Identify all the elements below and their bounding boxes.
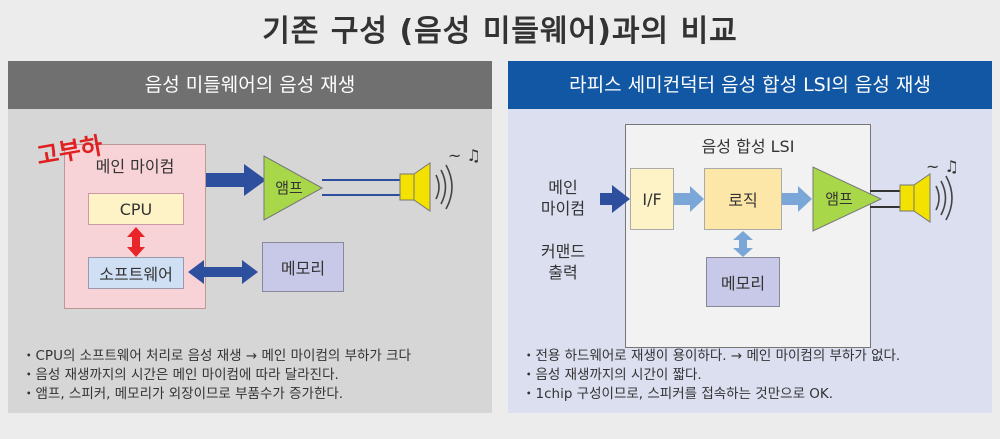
- speaker-icon: [899, 184, 915, 212]
- interface-box: I/F: [630, 168, 674, 230]
- mcu-to-amp-arrow: [206, 164, 266, 196]
- note-line: ・음성 재생까지의 시간이 짧다.: [522, 367, 702, 383]
- sound-wave-icon: [435, 164, 453, 210]
- sound-wave-icon: [935, 175, 953, 221]
- main-mcu-label: 메인 마이컴: [528, 177, 598, 219]
- cpu-box: CPU: [88, 193, 184, 225]
- memory-box: 메모리: [262, 242, 344, 292]
- middleware-diagram-graphics: ~ ♫: [127, 146, 481, 284]
- speaker-icon: [399, 173, 415, 201]
- lsi-panel-header: 라피스 세미컨덕터 음성 합성 LSI의 음성 재생: [508, 61, 992, 109]
- software-box: 소프트웨어: [88, 257, 184, 289]
- lsi-diagram-graphics: ~ ♫: [600, 157, 959, 257]
- lsi-label: 음성 합성 LSI: [701, 137, 795, 156]
- logic-memory-arrow: [733, 231, 753, 257]
- logic-to-amp-arrow: [782, 186, 812, 212]
- music-note-icon: ~ ♫: [448, 146, 481, 165]
- main-mcu-label: 메인 마이컴: [95, 157, 175, 176]
- memory-box: 메모리: [706, 257, 780, 307]
- amp-label: 앰프: [825, 190, 853, 208]
- software-memory-arrow: [188, 260, 258, 284]
- lsi-notes: ・전용 하드웨어로 재생이 용이하다. → 메인 마이컴의 부하가 없다. ・음…: [522, 347, 900, 404]
- command-output-line: 커맨드: [540, 242, 586, 261]
- command-output-label: 커맨드 출력: [528, 241, 598, 283]
- amp-triangle: [263, 155, 324, 221]
- music-note-icon: ~ ♫: [926, 157, 959, 176]
- main-mcu-line: 메인: [548, 178, 578, 197]
- note-line: ・전용 하드웨어로 재생이 용이하다. → 메인 마이컴의 부하가 없다.: [522, 348, 901, 364]
- page-title: 기존 구성 (음성 미들웨어)과의 비교: [262, 14, 738, 49]
- amp-label: 앰프: [275, 179, 303, 197]
- lsi-panel: 라피스 세미컨덕터 음성 합성 LSI의 음성 재생 메인 마이컴 커맨드 출력…: [508, 61, 992, 413]
- note-line: ・1chip 구성이므로, 스피커를 접속하는 것만으로 OK.: [522, 386, 834, 402]
- middleware-panel-header: 음성 미들웨어의 음성 재생: [8, 61, 492, 109]
- note-line: ・앰프, 스피커, 메모리가 외장이므로 부품수가 증가한다.: [22, 386, 344, 402]
- if-to-logic-arrow: [674, 186, 704, 212]
- main-mcu-line: 마이컴: [540, 199, 586, 218]
- note-line: ・음성 재생까지의 시간은 메인 마이컴에 따라 달라진다.: [22, 367, 339, 383]
- command-output-line: 출력: [548, 263, 578, 282]
- middleware-panel: 음성 미들웨어의 음성 재생 메인 마이컴 고부하 CPU 소프트웨어 메모리 …: [8, 61, 492, 413]
- cpu-software-arrow: [127, 227, 145, 257]
- mcu-to-if-arrow: [600, 185, 630, 213]
- amp-triangle: [812, 166, 883, 232]
- logic-box: 로직: [704, 168, 782, 230]
- middleware-notes: ・CPU의 소프트웨어 처리로 음성 재생 → 메인 마이컴의 부하가 크다 ・…: [22, 347, 411, 404]
- note-line: ・CPU의 소프트웨어 처리로 음성 재생 → 메인 마이컴의 부하가 크다: [22, 348, 411, 364]
